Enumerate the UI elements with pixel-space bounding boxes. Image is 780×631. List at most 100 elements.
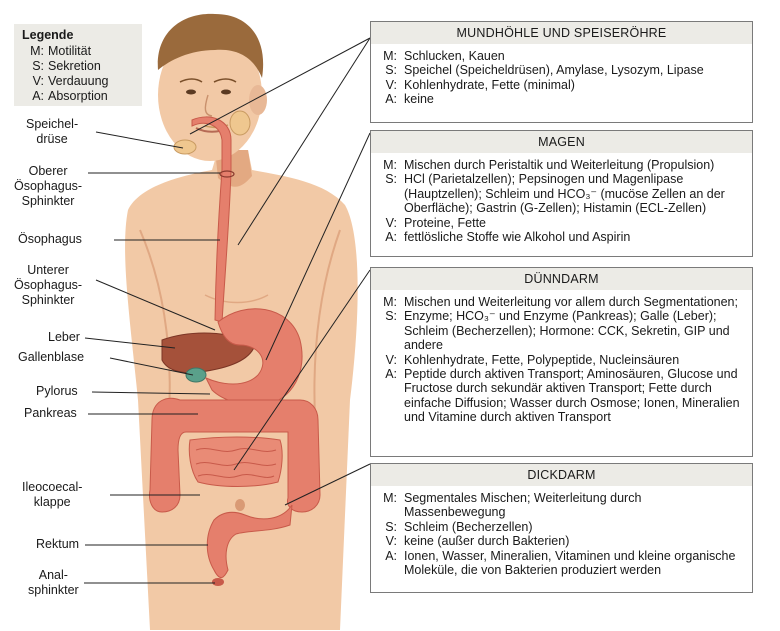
panel-entry: S:Speichel (Speicheldrüsen), Amylase, Ly… xyxy=(375,63,746,77)
label-gallenblase: Gallenblase xyxy=(18,350,85,364)
label-line: Ösophagus- xyxy=(14,179,83,193)
panel-entry: A: Peptide durch aktiven Transport; Amino… xyxy=(375,367,746,425)
panel-title: DÜNNDARM xyxy=(371,268,752,290)
legend-key: S: xyxy=(32,59,44,73)
entry-key: A: xyxy=(385,548,397,563)
label-unterer-oesophagus-sphinkter: Unterer Ösophagus- Sphinkter xyxy=(14,263,82,308)
panel-dickdarm: DICKDARM M: Segmentales Mischen; Weiterle… xyxy=(370,463,753,593)
panel-entry: A: keine xyxy=(375,92,746,106)
rectum xyxy=(206,504,293,578)
panel-entry: S: Enzyme; HCO₃⁻ und Enzyme (Pankreas); G… xyxy=(375,309,746,352)
label-speicheldruese: Speichel- drüse xyxy=(26,117,78,147)
label-line: Sphinkter xyxy=(21,293,75,307)
entry-key: M: xyxy=(383,295,397,309)
legend-row: V: Verdauung xyxy=(22,74,142,89)
label-oesophagus: Ösophagus xyxy=(18,232,82,246)
label-line: Oberer xyxy=(28,164,68,178)
legend-key: V: xyxy=(32,74,44,88)
label-line: Ösophagus- xyxy=(14,278,83,292)
label-line: Sphinkter xyxy=(21,194,75,208)
panel-mundhoehle: MUNDHÖHLE UND SPEISERÖHRE M: Schlucken, K… xyxy=(370,21,753,123)
entry-key: M: xyxy=(383,491,397,505)
legend-text: Motilität xyxy=(48,44,92,58)
panel-title: MUNDHÖHLE UND SPEISERÖHRE xyxy=(371,22,752,44)
entry-text: Mischen durch Peristaltik und Weiterleit… xyxy=(404,158,715,172)
panel-entry: M: Segmentales Mischen; Weiterleitung dur… xyxy=(375,491,746,520)
entry-text: keine (außer durch Bakterien) xyxy=(404,534,570,549)
panel-entry: A: fettlösliche Stoffe wie Alkohol und As… xyxy=(375,230,746,244)
panel-entry: M: Mischen und Weiterleitung vor allem du… xyxy=(375,295,746,309)
label-oberer-oesophagus-sphinkter: Oberer Ösophagus- Sphinkter xyxy=(14,164,82,209)
panel-body: M: Segmentales Mischen; Weiterleitung dur… xyxy=(371,486,752,581)
entry-text: Enzyme; HCO₃⁻ und Enzyme (Pankreas); Gal… xyxy=(404,309,730,353)
panel-entry: M: Schlucken, Kauen xyxy=(375,49,746,63)
label-line: Anal- xyxy=(38,568,68,582)
legend-text: Sekretion xyxy=(48,59,101,73)
label-line: drüse xyxy=(36,132,68,146)
entry-key: M: xyxy=(383,49,397,63)
panel-body: M: Schlucken, Kauen S:Speichel (Speicheld… xyxy=(371,44,752,111)
entry-key: M: xyxy=(383,158,397,172)
label-leber: Leber xyxy=(48,330,80,344)
label-analsphinkter: Anal- sphinkter xyxy=(28,568,79,598)
entry-key: S: xyxy=(385,519,397,534)
entry-key: A: xyxy=(385,230,397,245)
panel-entry: A: Ionen, Wasser, Mineralien, Vitaminen u… xyxy=(375,549,746,578)
anal-sphincter-shape xyxy=(212,578,224,586)
leader-lines xyxy=(84,37,371,584)
entry-text: Kohlenhydrate, Fette, Polypeptide, Nucle… xyxy=(404,352,680,367)
legend-row: A: Absorption xyxy=(22,89,142,104)
label-line: Speichel- xyxy=(26,117,79,131)
legend-row: M: Motilität xyxy=(22,44,142,59)
entry-key: S: xyxy=(385,309,397,324)
panel-entry: V: Proteine, Fette xyxy=(375,216,746,230)
legend-text: Absorption xyxy=(48,89,108,103)
panel-entry: S:HCl (Parietalzellen); Pepsinogen und M… xyxy=(375,172,746,215)
entry-text: Schlucken, Kauen xyxy=(404,49,505,63)
entry-text: keine xyxy=(404,92,434,107)
entry-text: Speichel (Speicheldrüsen), Amylase, Lyso… xyxy=(404,63,704,78)
entry-text: fettlösliche Stoffe wie Alkohol und Aspi… xyxy=(404,230,631,245)
panel-body: M: Mischen durch Peristaltik und Weiterle… xyxy=(371,153,752,248)
entry-key: V: xyxy=(385,352,397,367)
label-line: sphinkter xyxy=(28,583,79,597)
small-intestine xyxy=(188,436,283,487)
panel-entry: S: Schleim (Becherzellen) xyxy=(375,520,746,534)
large-intestine xyxy=(149,397,321,513)
entry-key: V: xyxy=(385,215,397,230)
panel-entry: V:keine (außer durch Bakterien) xyxy=(375,534,746,548)
head xyxy=(157,13,267,161)
label-rektum: Rektum xyxy=(36,537,80,551)
entry-text: Mischen und Weiterleitung vor allem durc… xyxy=(404,295,738,309)
legend-text: Verdauung xyxy=(48,74,109,88)
panel-title: DICKDARM xyxy=(371,464,752,486)
entry-text: HCl (Parietalzellen); Pepsinogen und Mag… xyxy=(404,172,725,216)
entry-text: Ionen, Wasser, Mineralien, Vitaminen und… xyxy=(404,548,736,578)
panel-body: M: Mischen und Weiterleitung vor allem du… xyxy=(371,290,752,429)
label-pankreas: Pankreas xyxy=(24,406,77,420)
intestine-loops xyxy=(195,448,277,478)
legend-title: Legende xyxy=(22,28,74,42)
legend-key: M: xyxy=(30,44,44,58)
legend-key: A: xyxy=(32,89,44,103)
panel-title: MAGEN xyxy=(371,131,752,153)
panel-duenndarm: DÜNNDARM M: Mischen und Weiterleitung vor… xyxy=(370,267,753,457)
legend: Legende M: Motilität S: Sekretion V: Verdau… xyxy=(14,24,142,106)
entry-text: Schleim (Becherzellen) xyxy=(404,519,533,534)
label-pylorus: Pylorus xyxy=(36,384,78,398)
entry-key: A: xyxy=(385,92,397,107)
entry-text: Segmentales Mischen; Weiterleitung durch… xyxy=(404,491,642,520)
entry-text: Peptide durch aktiven Transport; Aminosä… xyxy=(404,367,740,425)
panel-magen: MAGEN M: Mischen durch Peristaltik und We… xyxy=(370,130,753,257)
entry-key: A: xyxy=(385,367,397,382)
gallbladder xyxy=(185,367,207,383)
entry-text: Proteine, Fette xyxy=(404,215,486,230)
label-line: Ileocoecal- xyxy=(22,480,83,494)
label-line: klappe xyxy=(33,495,71,509)
panel-entry: V:Kohlenhydrate, Fette (minimal) xyxy=(375,78,746,92)
entry-key: V: xyxy=(385,77,397,92)
panel-entry: M: Mischen durch Peristaltik und Weiterle… xyxy=(375,158,746,172)
label-line: Unterer xyxy=(27,263,69,277)
